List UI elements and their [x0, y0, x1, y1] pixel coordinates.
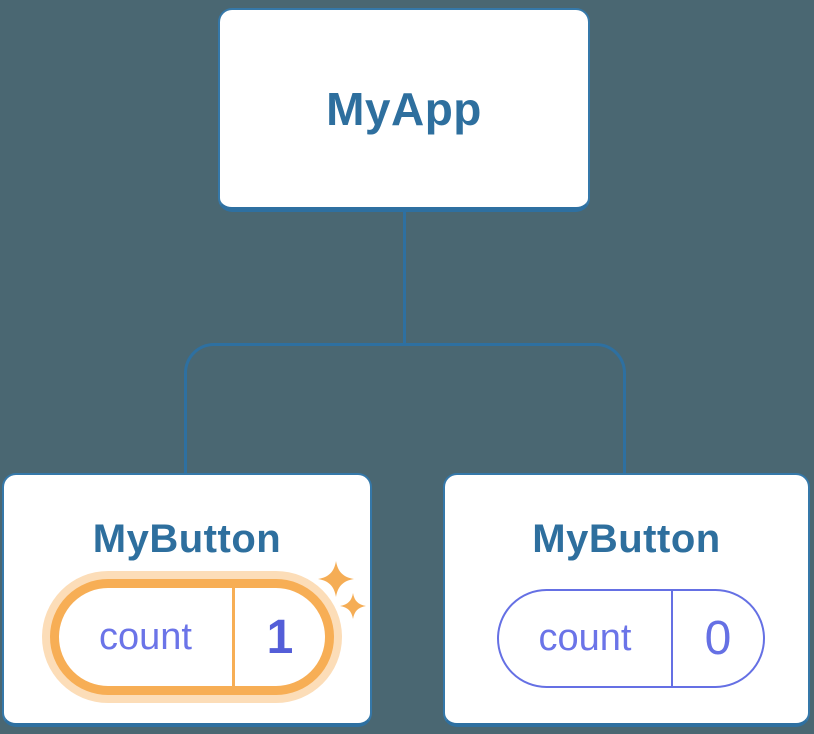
state-key-cell: count: [499, 591, 671, 686]
node-label: MyApp: [326, 82, 482, 135]
connector-root-stub: [403, 210, 406, 346]
state-key-label: count: [99, 615, 192, 658]
state-value: 0: [704, 612, 732, 665]
node-label: MyButton: [532, 517, 721, 561]
state-value-cell: 0: [673, 591, 763, 686]
state-value: 1: [266, 610, 294, 664]
pill-divider: [671, 591, 673, 686]
node-label: MyButton: [92, 517, 282, 561]
tree-node-mybutton-updated: MyButton count 1: [2, 473, 372, 727]
state-pill: count 0: [497, 589, 765, 688]
tree-node-mybutton: MyButton count 0: [443, 473, 810, 727]
state-key-cell: count: [59, 588, 232, 686]
state-key-label: count: [538, 617, 632, 659]
pill-divider: [232, 588, 235, 686]
state-value-cell: 1: [235, 588, 325, 686]
connector-branch: [184, 343, 626, 473]
tree-node-myapp: MyApp: [218, 8, 590, 212]
four-point-star-icon: [340, 593, 366, 619]
state-pill-highlighted: count 1: [50, 579, 334, 695]
